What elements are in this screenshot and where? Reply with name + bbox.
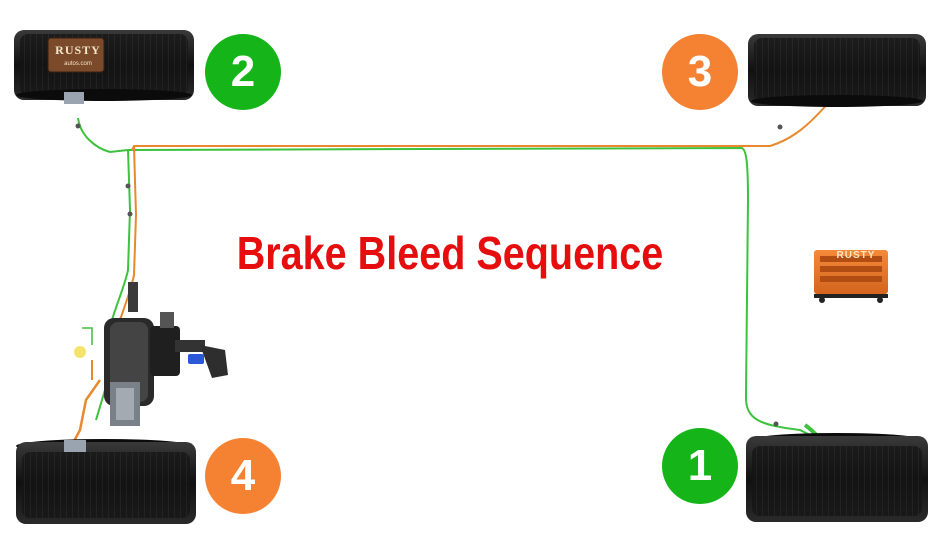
fitting — [125, 183, 131, 189]
caliper-front-left — [64, 92, 84, 104]
step-badge-front-left: 2 — [205, 34, 281, 110]
diagram-title: Brake Bleed Sequence — [236, 227, 664, 279]
tire-rear-left — [16, 439, 196, 524]
master-cylinder-assembly — [74, 282, 228, 426]
fitting — [75, 123, 81, 129]
caliper-rear-left — [64, 440, 86, 452]
step-badge-front-right: 3 — [662, 34, 738, 110]
tire-front-right — [748, 34, 926, 107]
orange-line-rear-left — [70, 379, 102, 446]
step-badge-rear-left: 4 — [205, 438, 281, 514]
fitting — [773, 421, 779, 427]
orange-brake-line — [131, 94, 871, 151]
logo-subtext: autos.com — [64, 61, 92, 67]
tire-rear-right — [746, 433, 928, 522]
logo-text: RUSTY — [55, 43, 101, 57]
toolbox-text: RUSTY — [836, 250, 876, 261]
fitting — [127, 211, 133, 217]
fitting — [777, 124, 783, 130]
step-badge-rear-right: 1 — [662, 428, 738, 504]
rusty-autos-logo — [47, 37, 105, 73]
green-brake-line — [77, 117, 861, 451]
toolbox-icon — [814, 250, 888, 303]
